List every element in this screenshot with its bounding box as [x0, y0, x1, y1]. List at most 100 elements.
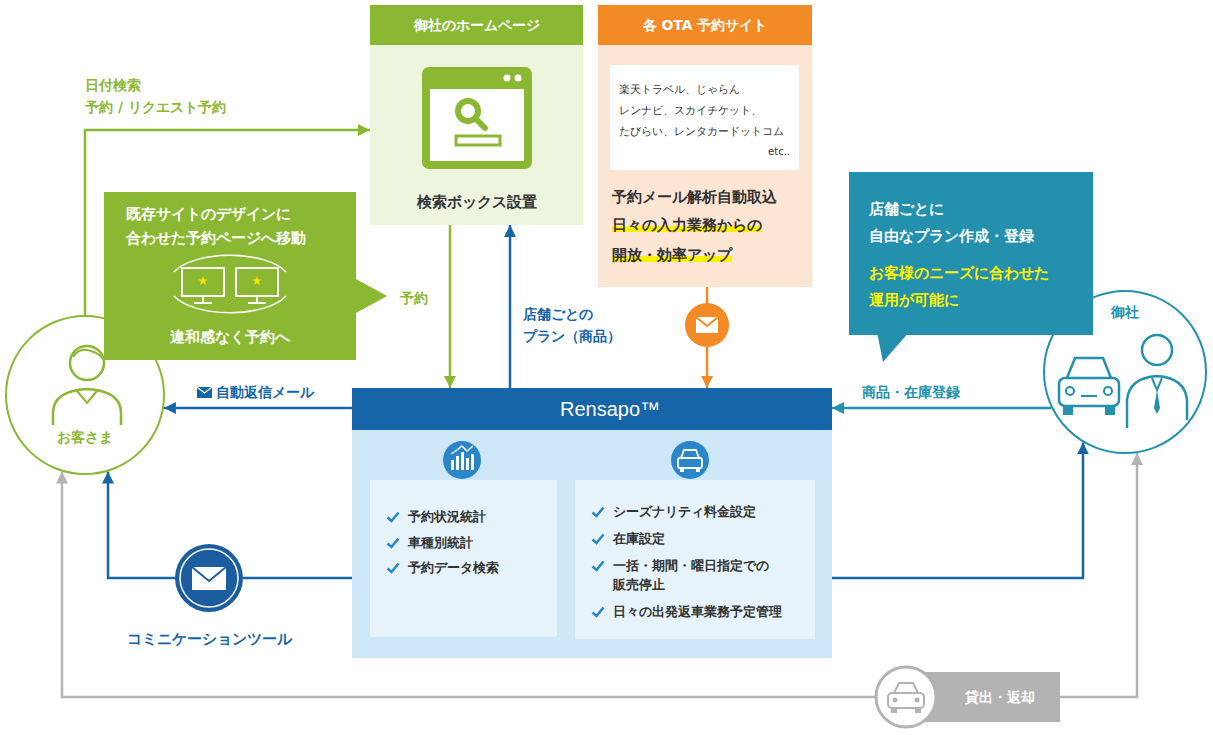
icon-part: [174, 296, 286, 313]
icon-part: [876, 667, 936, 727]
mail-icon: [197, 387, 212, 398]
feature-item: シーズナリティ料金設定: [591, 502, 807, 521]
icon-part: [192, 567, 226, 590]
bubble-text: 既存サイトのデザインに 合わせた予約ページへ移動: [126, 202, 334, 250]
icon-part: [685, 303, 729, 347]
icon-part: [888, 693, 924, 708]
label-anchor: 自動返信メール: [216, 382, 314, 402]
icon-part: [1105, 406, 1115, 415]
connector: [449, 225, 452, 388]
icon-part: [893, 698, 898, 703]
icon-part: [678, 458, 702, 468]
bubble-highlight: お客様のニーズに合わせた 運用が可能に: [869, 260, 1073, 314]
icon-part: [248, 302, 266, 304]
ota-list-box: 楽天トラベル、じゃらん レンナビ、スカイチケット、 たびらい、レンタカードットコ…: [610, 65, 799, 170]
icon-part: [915, 698, 920, 703]
icon-part: [430, 89, 524, 161]
feature-list: シーズナリティ料金設定在庫設定一括・期間・曜日指定での 販売停止日々の出発返車業…: [575, 480, 815, 639]
icon-part: [53, 389, 121, 425]
connector: [108, 472, 175, 578]
edge-label: 日付検索 予約 / リクエスト予約: [85, 74, 226, 118]
bubble-tail: [849, 172, 1093, 335]
icon-part: [915, 708, 921, 713]
tool-circle: コミニケーションツール: [175, 544, 243, 612]
label-anchor: 店舗ごとの プラン（商品）: [523, 303, 621, 347]
box-header: 各 OTA 予約サイト: [598, 5, 812, 45]
icon-part: [1067, 358, 1111, 378]
connector: [62, 472, 900, 697]
label-anchor: 日付検索 予約 / リクエスト予約: [85, 74, 226, 118]
icon-part: [1142, 335, 1172, 365]
icon-part: [1063, 406, 1073, 415]
feature-item: 在庫設定: [591, 529, 807, 548]
icon-part: [696, 317, 718, 326]
connector: [243, 577, 352, 580]
connector: [832, 442, 1083, 578]
feature-item: 予約状況統計: [386, 507, 549, 526]
icon-part: [1066, 387, 1074, 395]
system-panel: Rensapo™予約状況統計車種別統計予約データ検索シーズナリティ料金設定在庫設…: [352, 388, 832, 658]
bubble-text: 店舗ごとに 自由なプラン作成・登録: [869, 196, 1073, 250]
icon-part: [1104, 387, 1112, 395]
icon-part: [70, 346, 104, 380]
icon-part: [202, 296, 204, 302]
label-anchor: 商品・在庫登録: [862, 382, 960, 402]
icon-part: [461, 452, 464, 470]
box-caption: 予約メール解析自動取込: [612, 184, 798, 210]
icon-part: [504, 75, 511, 82]
icon-part: [73, 350, 103, 359]
icon-part: [197, 387, 212, 393]
icon-part: [252, 276, 262, 285]
handover-bar: 貸出・返却: [900, 672, 1060, 722]
icon-part: [77, 391, 97, 403]
icon-part: [456, 456, 459, 470]
icon-part: [180, 549, 238, 607]
icon-part: [466, 458, 469, 470]
feature-item: 日々の出発返車業務予定管理: [591, 602, 807, 621]
icon-part: [422, 67, 532, 169]
mail-badge: [685, 303, 729, 347]
icon-part: [515, 75, 522, 82]
edge-label: 予約: [400, 287, 428, 309]
icon-part: [192, 567, 226, 581]
bubble-text: 違和感なく予約へ: [126, 326, 334, 348]
icon-part: [696, 468, 700, 472]
icon-part: [696, 317, 718, 333]
etc-note: etc..: [619, 146, 790, 157]
icon-part: [256, 296, 258, 302]
feature-item: 車種別統計: [386, 533, 549, 552]
icon-part: [1127, 376, 1187, 428]
icon-part: [174, 255, 286, 272]
icon-part: [456, 136, 500, 145]
connector: [832, 407, 1051, 410]
icon-part: [443, 441, 481, 479]
box-caption: 検索ボックス設置: [382, 191, 571, 213]
icon-part: [1059, 378, 1119, 406]
envelope-icon: [175, 544, 243, 612]
connector: [164, 407, 352, 410]
website-box: 御社のホームページ検索ボックス設置: [370, 5, 583, 225]
connector: [509, 225, 512, 388]
icon-part: [476, 119, 485, 128]
box-header: 御社のホームページ: [370, 5, 583, 45]
icon-part: [182, 268, 224, 296]
icon-part: [681, 450, 699, 458]
icon-part: [354, 278, 387, 314]
connector: [1060, 453, 1137, 697]
tool-label: コミニケーションツール: [89, 630, 329, 649]
bar-label: 貸出・返却: [940, 672, 1060, 722]
icon-part: [680, 468, 684, 472]
icon-part: [1081, 395, 1097, 397]
label-anchor: 予約: [400, 287, 428, 309]
icon-part: [236, 268, 278, 296]
icon-part: [198, 276, 208, 285]
speech-bubble: 既存サイトのデザインに 合わせた予約ページへ移動違和感なく予約へ: [104, 192, 356, 360]
icon-part: [197, 387, 212, 398]
icon-part: [451, 460, 454, 470]
edge-label: 自動返信メール: [216, 382, 314, 402]
feature-list: 予約状況統計車種別統計予約データ検索: [370, 480, 557, 637]
speech-bubble: 店舗ごとに 自由なプラン作成・登録お客様のニーズに合わせた 運用が可能に: [849, 172, 1093, 335]
edge-label: 店舗ごとの プラン（商品）: [523, 303, 621, 347]
